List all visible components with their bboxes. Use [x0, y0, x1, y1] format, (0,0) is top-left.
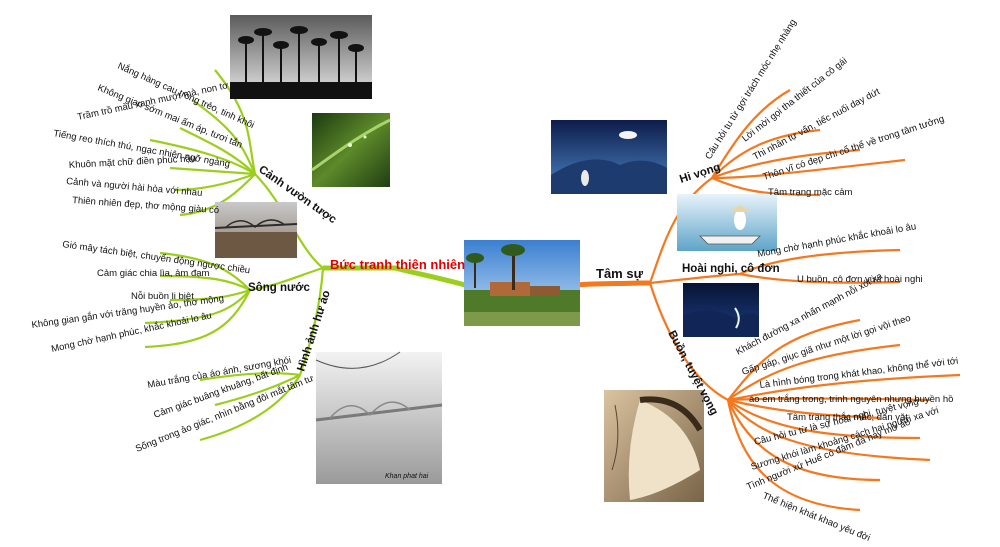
central-connector-right — [577, 280, 650, 288]
leaf-hi-vong-4: Thôn vĩ có đẹp chi cổ thể về trong tâm t… — [762, 114, 946, 183]
leaf-song-nuoc-4: Không gian gắn với trăng huyền ảo, thơ m… — [31, 293, 225, 331]
branch-hi-vong — [648, 89, 906, 284]
central-connector-left — [323, 265, 466, 288]
leaf-buon-tuyet-vong-4: áo em trắng trong, trinh nguyên nhưng hu… — [749, 394, 953, 405]
branch-song-nuoc — [144, 251, 324, 349]
branch-label-song-nuoc: Sông nước — [248, 282, 310, 294]
branch-canh-vuon-truoc — [149, 69, 324, 269]
village-photo — [464, 240, 580, 326]
boat-photo — [677, 194, 777, 251]
leaf-dew-photo — [311, 113, 391, 187]
branch-label-hi-vong: Hi vọng — [678, 161, 722, 185]
leaf-hi-vong-5: Tâm trạng mặc cảm — [768, 187, 853, 198]
branch-hinh-anh-hu-ao — [199, 267, 325, 442]
central-title: Bức tranh thiên nhiên — [330, 257, 465, 272]
right-topic-title: Tâm sự — [596, 266, 644, 281]
moon-photo — [551, 120, 667, 194]
leaf-buon-tuyet-vong-9: Thể hiện khát khao yêu đời — [761, 491, 872, 544]
foggy-bridge-photo: Khan phat hai — [315, 351, 443, 484]
palm-trees-photo — [230, 15, 372, 99]
leaf-song-nuoc-2: Cảm giác chia lìa, ảm đạm — [97, 268, 210, 279]
branch-buon-tuyet-vong — [648, 282, 961, 512]
leaf-hoai-nghi-2: U buồn, cô đơn vừa hoài nghi — [797, 274, 923, 285]
branch-hoai-nghi — [649, 248, 901, 285]
woman-portrait-photo — [604, 390, 704, 502]
fog-photo-caption: Khan phat hai — [385, 473, 429, 480]
river-bridge-photo — [214, 202, 298, 258]
leaf-song-nuoc-3: Nỗi buồn li biệt — [131, 291, 194, 302]
branch-label-hoai-nghi: Hoài nghi, cô đơn — [682, 263, 780, 275]
night-river-photo — [683, 283, 759, 337]
leaf-buon-tuyet-vong-5: Tâm trạng thắc mắc, dằn vặt — [787, 412, 908, 423]
